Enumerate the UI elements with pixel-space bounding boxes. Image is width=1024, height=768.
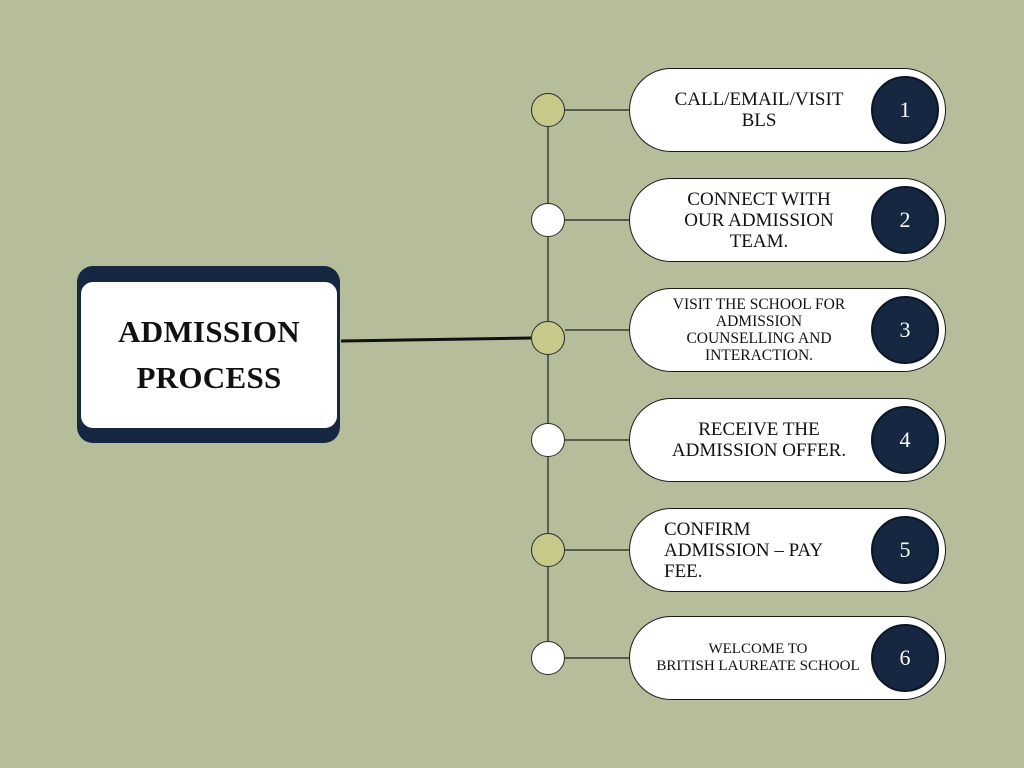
step-1-text: CALL/EMAIL/VISIT BLS [674, 89, 844, 131]
step-3-number: 3 [871, 296, 939, 364]
step-5-number: 5 [871, 516, 939, 584]
step-4-number: 4 [871, 406, 939, 474]
step-2-text: CONNECT WITH OUR ADMISSION TEAM. [684, 188, 834, 252]
timeline-node-5 [531, 533, 565, 567]
timeline-node-4 [531, 423, 565, 457]
step-6: WELCOME TO BRITISH LAUREATE SCHOOL 6 [629, 616, 946, 700]
title-card: ADMISSION PROCESS [80, 281, 338, 429]
timeline-node-6 [531, 641, 565, 675]
timeline-node-3 [531, 321, 565, 355]
step-6-number: 6 [871, 624, 939, 692]
step-5: CONFIRM ADMISSION – PAY FEE. 5 [629, 508, 946, 592]
step-2: CONNECT WITH OUR ADMISSION TEAM. 2 [629, 178, 946, 262]
step-3: VISIT THE SCHOOL FOR ADMISSION COUNSELLI… [629, 288, 946, 372]
step-4-text: RECEIVE THE ADMISSION OFFER. [671, 419, 847, 461]
step-3-text: VISIT THE SCHOOL FOR ADMISSION COUNSELLI… [672, 296, 846, 364]
step-6-text: WELCOME TO BRITISH LAUREATE SCHOOL [656, 641, 860, 674]
step-1-number: 1 [871, 76, 939, 144]
step-5-text: CONFIRM ADMISSION – PAY FEE. [664, 518, 824, 582]
timeline-node-2 [531, 203, 565, 237]
title-connector [340, 336, 532, 343]
step-1: CALL/EMAIL/VISIT BLS 1 [629, 68, 946, 152]
diagram-title: ADMISSION PROCESS [118, 314, 300, 395]
step-2-number: 2 [871, 186, 939, 254]
timeline-node-1 [531, 93, 565, 127]
step-4: RECEIVE THE ADMISSION OFFER. 4 [629, 398, 946, 482]
